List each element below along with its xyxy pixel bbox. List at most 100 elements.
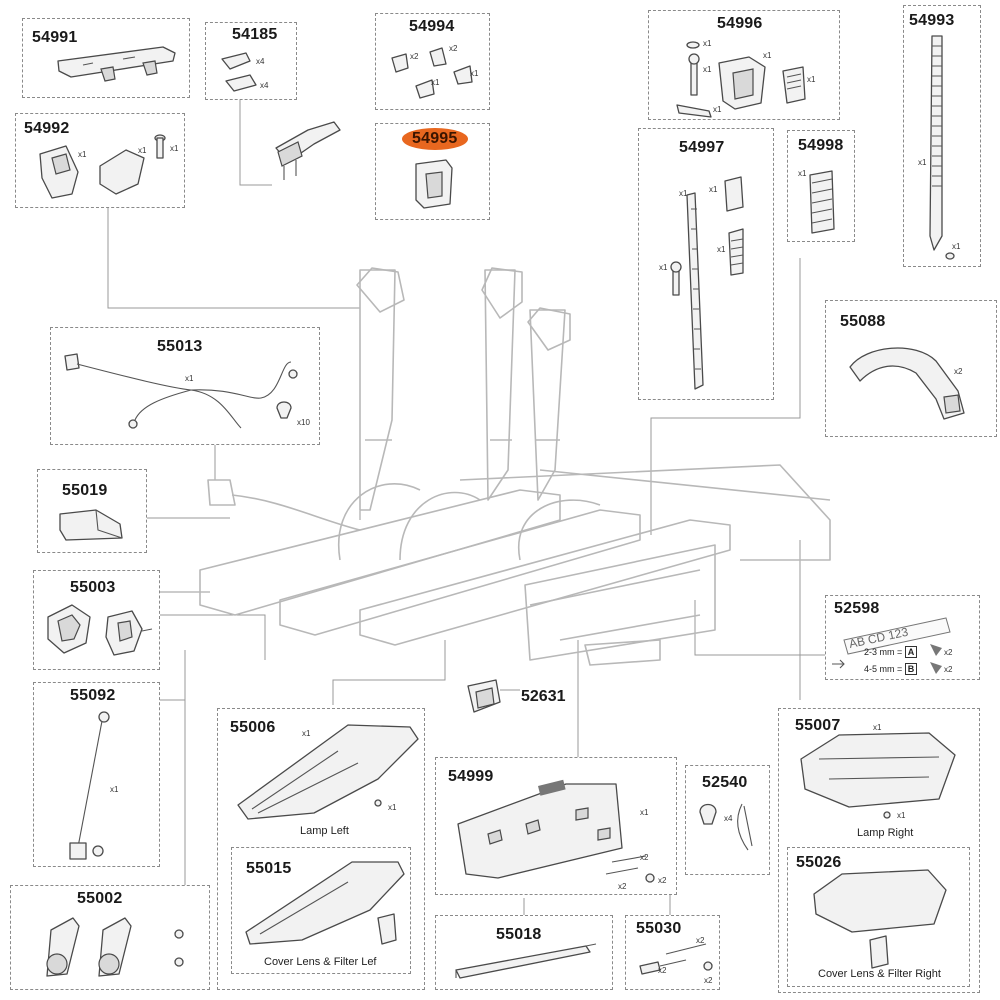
part-caption: Lamp Left [300, 825, 349, 837]
part-54994-box[interactable]: 54994 x2 x2 x1 x1 [375, 13, 490, 110]
lamp-left-icon [237, 724, 419, 820]
part-number: 54992 [24, 120, 70, 137]
part-52631-number[interactable]: 52631 [521, 688, 566, 705]
part-55003-box[interactable]: 55003 [33, 570, 160, 670]
long-strap-icon [929, 35, 955, 260]
qty-label: x1 [78, 150, 87, 159]
qty-label: x1 [679, 189, 688, 198]
wiring-harness-icon [64, 353, 298, 429]
qty-label: x1 [807, 75, 816, 84]
part-number: 54993 [909, 12, 955, 29]
qty-label: x1 [388, 803, 397, 812]
rubber-block-icon [59, 509, 123, 541]
qty-label: x2 [618, 882, 627, 891]
qty-label: x1 [659, 263, 668, 272]
part-54998-box[interactable]: 54998 x1 [787, 130, 855, 242]
qty-label: x2 [704, 976, 713, 985]
part-number: 55002 [77, 890, 123, 907]
part-number: 52540 [702, 774, 748, 791]
part-54992-box[interactable]: 54992 x1 x1 x1 [15, 113, 185, 208]
qty-label: x1 [798, 169, 807, 178]
part-54997-box[interactable]: 54997 x1 x1 x1 x1 [638, 128, 774, 400]
qty-label: x2 [954, 367, 963, 376]
qty-label: x1 [717, 245, 726, 254]
qty-label: x1 [138, 146, 147, 155]
qty-label: x2 [410, 52, 419, 61]
part-54999-box[interactable]: 54999 x1 x2 x2 x2 [435, 757, 677, 895]
part-number: 55018 [496, 926, 542, 943]
part-55088-box[interactable]: 55088 x2 [825, 300, 997, 437]
qty-label: x1 [952, 242, 961, 251]
qty-label: x1 [713, 105, 722, 114]
part-55019-box[interactable]: 55019 [37, 469, 147, 553]
connector-cover-icon [467, 679, 501, 713]
handle-icon [849, 347, 965, 420]
qty-label: x1 [918, 158, 927, 167]
qty-label: x1 [897, 811, 906, 820]
part-number-highlighted: 54995 [402, 128, 468, 150]
cover-lens-right-icon [813, 869, 947, 969]
part-caption: Cover Lens & Filter Lef [264, 956, 377, 968]
small-clips-icon [391, 47, 473, 99]
part-54185-box[interactable]: 54185 x4 x4 [205, 22, 297, 100]
qty-label: x10 [297, 418, 310, 427]
part-number: 55003 [70, 579, 116, 596]
part-number: 55092 [70, 687, 116, 704]
part-55026-box[interactable]: 55026 Cover Lens & Filter Right [787, 847, 970, 987]
part-number: 55013 [157, 338, 203, 355]
qty-label: x4 [260, 81, 269, 90]
qty-label: x1 [763, 51, 772, 60]
qty-label: x1 [302, 729, 311, 738]
cable-tie-icon [699, 803, 753, 851]
part-number: 55006 [230, 719, 276, 736]
part-number: 55088 [840, 313, 886, 330]
plate-holder-icon [457, 779, 655, 883]
part-55092-box[interactable]: 55092 x1 [33, 682, 160, 867]
qty-label: x1 [185, 374, 194, 383]
end-caps-icon [47, 604, 153, 656]
clamp-lever-icon [221, 52, 257, 92]
part-52540-box[interactable]: 52540 x4 [685, 765, 770, 875]
qty-label: x1 [470, 69, 479, 78]
foot-plate-icon [57, 46, 176, 82]
part-55030-box[interactable]: 55030 x2 x2 x2 [625, 915, 720, 990]
bike-carrier-assembly [199, 267, 831, 666]
qty-label: x2 [658, 876, 667, 885]
qty-label: x2 [658, 966, 667, 975]
part-55002-box[interactable]: 55002 [10, 885, 210, 990]
clamp-assembly-icon [275, 121, 341, 180]
part-55015-box[interactable]: 55015 Cover Lens & Filter Lef [231, 847, 411, 974]
rail-icon [455, 943, 597, 979]
bracket-icon [415, 159, 453, 209]
rod-icon [69, 711, 110, 860]
part-number: 54998 [798, 137, 844, 154]
part-number: 54997 [679, 139, 725, 156]
part-number: 52598 [834, 600, 880, 617]
qty-label: x2 [696, 936, 705, 945]
qty-label: x1 [873, 723, 882, 732]
part-54996-box[interactable]: 54996 x1 x1 x1 x1 x1 [648, 10, 840, 120]
strap-set-icon [670, 176, 744, 390]
part-number: 55019 [62, 482, 108, 499]
cover-lens-left-icon [245, 861, 405, 945]
part-55018-box[interactable]: 55018 [435, 915, 613, 990]
ratchet-pad-icon [809, 170, 835, 234]
qty-label: x1 [709, 185, 718, 194]
part-54993-box[interactable]: 54993 x1 x1 [903, 5, 981, 267]
part-number: 54996 [717, 15, 763, 32]
marker-row-a: 2-3 mm = A [864, 646, 918, 658]
part-54991-box[interactable]: 54991 [22, 18, 190, 98]
part-caption: Cover Lens & Filter Right [818, 968, 941, 980]
part-number: 55030 [636, 920, 682, 937]
qty-label: x1 [170, 144, 179, 153]
part-number: 55007 [795, 717, 841, 734]
qty-label: x2 [944, 665, 953, 674]
part-number: 54185 [232, 26, 278, 43]
part-number: 54994 [409, 18, 455, 35]
bolt-set-icon [639, 943, 713, 975]
part-54995-box[interactable]: 54995 [375, 123, 490, 220]
part-55013-box[interactable]: 55013 x1 x10 [50, 327, 320, 445]
lock-set-icon [676, 41, 806, 118]
part-52598-box[interactable]: 52598 AB CD 123 2-3 mm = A x2 4-5 mm = B… [825, 595, 980, 680]
qty-label: x2 [640, 853, 649, 862]
